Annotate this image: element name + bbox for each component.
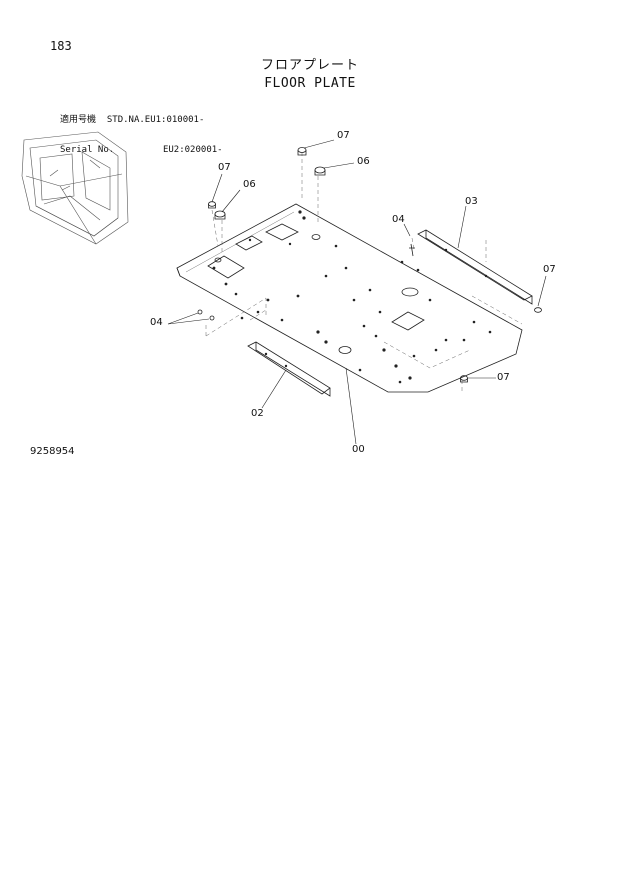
callout-06-left: 06 (243, 179, 256, 190)
document-number: 9258954 (30, 446, 75, 457)
page-number: 183 (50, 39, 72, 53)
callout-00: 00 (352, 444, 365, 455)
serial-row-eu2: Serial No. EU2:020001- (60, 145, 223, 155)
floor-plate-holes (212, 210, 492, 384)
cab-reference-sketch (21, 131, 129, 245)
callout-07-bottom: 07 (497, 372, 510, 383)
callout-07-top: 07 (337, 130, 350, 141)
callout-02: 02 (251, 408, 264, 419)
serial-applicability-block: 適用号機 STD.NA.EU1:010001- Serial No. EU2:0… (60, 95, 223, 165)
part-03-bracket (417, 229, 533, 305)
callout-04-left: 04 (150, 317, 163, 328)
serial-std-line: STD.NA.EU1:010001- (106, 115, 205, 125)
callout-04-right: 04 (392, 214, 405, 225)
floor-plate-cutouts (207, 223, 425, 354)
floor-plate-outline (176, 203, 523, 393)
title-english: FLOOR PLATE (264, 76, 356, 91)
callout-07-right: 07 (543, 264, 556, 275)
part-02-bracket (247, 341, 331, 397)
callout-07-left: 07 (218, 162, 231, 173)
callout-03: 03 (465, 196, 478, 207)
serial-row-std: 適用号機 STD.NA.EU1:010001- (60, 115, 223, 125)
serial-eu2-line: EU2:020001- (162, 145, 223, 155)
leader-lines (167, 139, 547, 445)
serial-label-jp: 適用号機 (60, 115, 97, 125)
serial-label-en: Serial No. (60, 145, 115, 155)
title-japanese: フロアプレート (260, 58, 359, 73)
plugs-and-grommets (197, 147, 542, 383)
callout-06-top: 06 (357, 156, 370, 167)
